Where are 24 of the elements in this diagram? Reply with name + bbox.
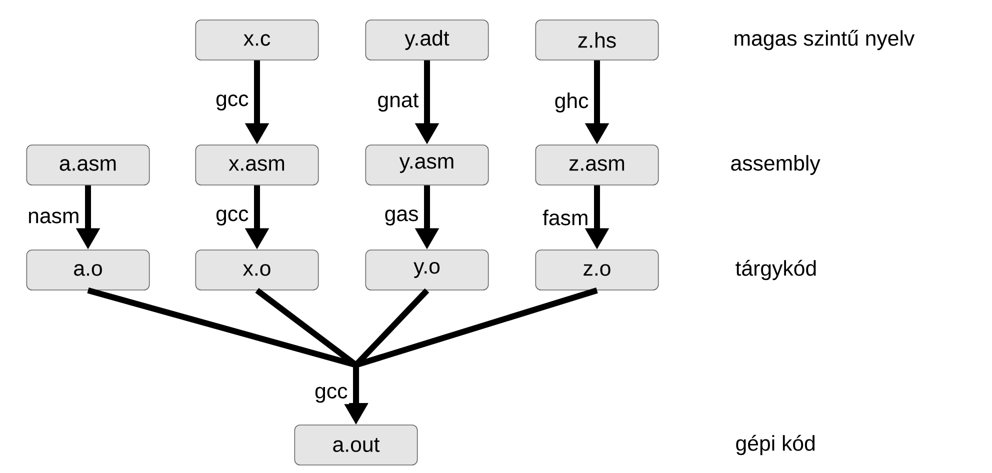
edge-label: gcc [216,94,248,110]
file-box: x.o [195,250,319,290]
edge-label: nasm [29,212,78,224]
edge-label: fasm [542,210,588,226]
level-label: gépi kód [736,434,815,456]
edge-label: gcc [216,210,248,226]
file-box: y.asm [365,144,489,186]
edge-label: ghc [555,92,588,112]
file-box: z.asm [535,144,659,186]
file-box: y.adt [365,20,489,60]
level-label: tárgykód [736,260,816,280]
file-box: x.asm [195,144,319,186]
file-box: y.o [365,250,489,290]
level-label: magas szintű nyelv [734,30,915,50]
file-box: a.asm [26,144,150,186]
edge-label: gcc [315,386,348,403]
edge-label: gas [385,210,418,226]
file-box: z.o [535,250,659,290]
file-box: x.c [195,20,319,60]
file-box: z.hs [535,20,659,60]
level-label: assembly [731,155,820,175]
file-box: a.o [26,250,150,290]
file-box: a.out [294,424,418,466]
edge-label: gnat [378,93,419,112]
